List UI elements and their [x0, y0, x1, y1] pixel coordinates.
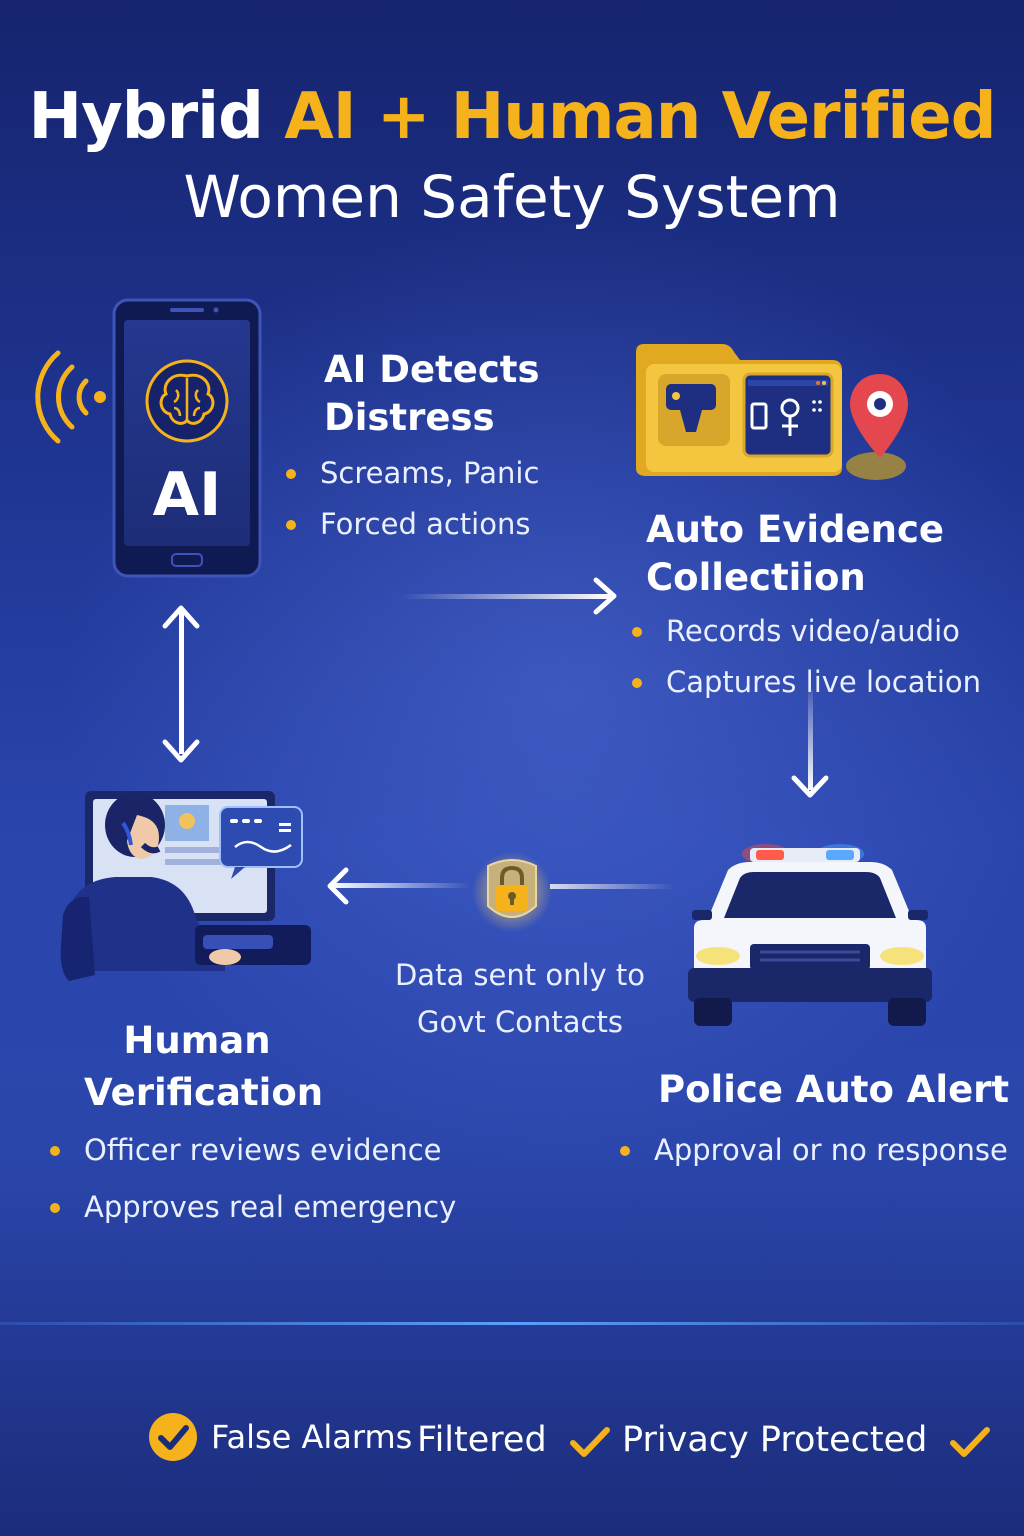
arrow-ai-human-bidirectional [162, 605, 200, 763]
footer-false-alarms: False Alarms [211, 1418, 413, 1456]
list-item: Records video/audio [630, 606, 981, 657]
checkmark-icon [570, 1427, 610, 1457]
footer-filtered: Filtered [417, 1420, 547, 1460]
list-item: Approval or no response [618, 1125, 1008, 1176]
page-subtitle: Women Safety System [183, 163, 841, 231]
police-car-icon [688, 844, 932, 1026]
lock-caption: Data sent only to Govt Contacts [394, 958, 646, 1039]
arrow-ai-to-evidence [400, 577, 617, 615]
padlock-icon [472, 852, 552, 932]
list-item: Officer reviews evidence [48, 1125, 456, 1182]
signal-waves-icon [35, 350, 106, 444]
divider [0, 1322, 1024, 1325]
title-prefix: Hybrid [28, 80, 264, 154]
brain-icon [145, 359, 229, 443]
ai-detects-heading: AI Detects Distress [324, 348, 540, 439]
checkmark-icon [950, 1427, 990, 1457]
list-item: Screams, Panic [284, 448, 539, 499]
list-item: Forced actions [284, 499, 539, 550]
auto-evidence-heading: Auto Evidence Collectiion [646, 508, 944, 599]
check-circle-icon [149, 1413, 197, 1461]
police-alert-heading: Police Auto Alert [658, 1068, 1010, 1111]
footer-privacy-protected: Privacy Protected [622, 1420, 928, 1460]
list-item: Approves real emergency [48, 1182, 456, 1233]
smartphone-icon [112, 298, 262, 578]
ai-detects-bullets: Screams, Panic Forced actions [284, 448, 539, 550]
human-verification-bullets: Officer reviews evidence Approves real e… [48, 1125, 456, 1233]
auto-evidence-bullets: Records video/audio Captures live locati… [630, 606, 981, 708]
page-title: Hybrid AI + Human Verified [0, 80, 1024, 154]
location-pin-icon [846, 374, 908, 480]
title-highlight: AI + Human Verified [284, 80, 996, 154]
human-verification-heading: Human Verification [84, 1019, 324, 1114]
evidence-folder-icon [636, 344, 842, 476]
ai-label: AI [152, 460, 222, 530]
list-item: Captures live location [630, 657, 981, 708]
officer-at-computer-icon [60, 791, 311, 981]
police-alert-bullets: Approval or no response [618, 1125, 1008, 1176]
